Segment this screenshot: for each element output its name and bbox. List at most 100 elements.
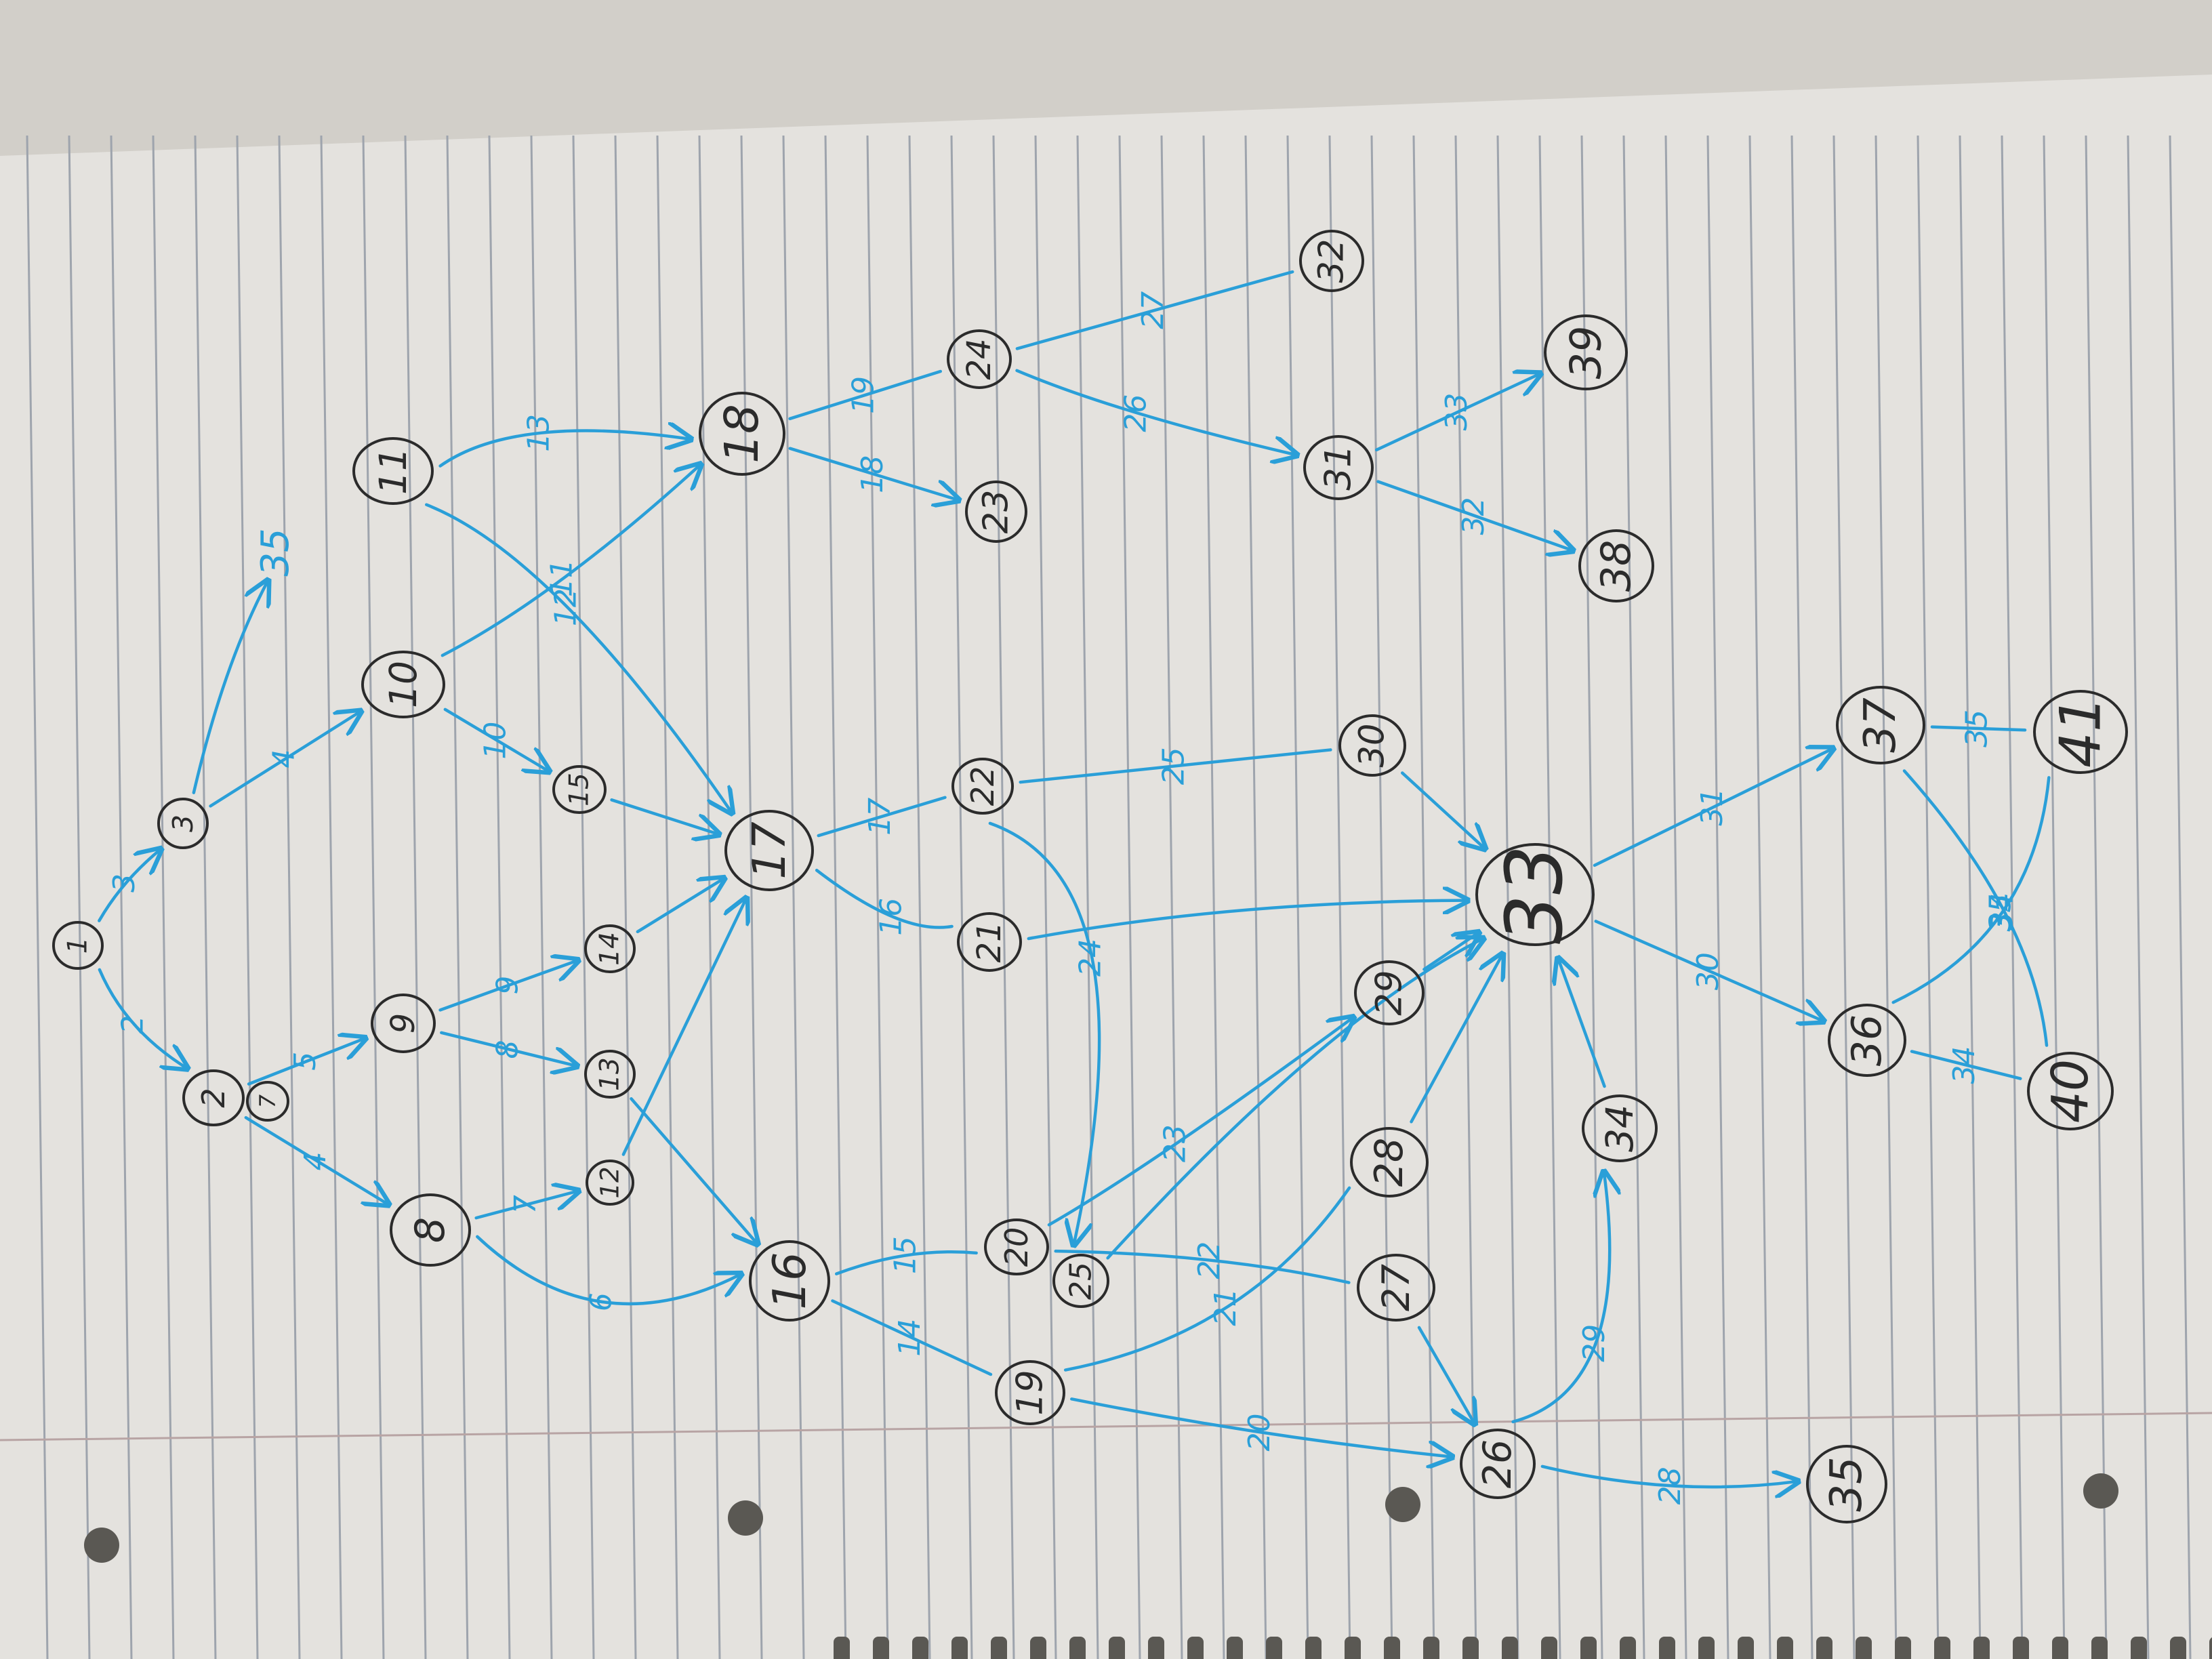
ruled-line — [1959, 135, 1982, 1659]
spiral-ring — [1620, 1637, 1636, 1659]
node-circle — [52, 921, 104, 970]
spiral-ring — [2209, 1637, 2212, 1659]
edge-3-10 — [209, 711, 361, 808]
node-circle — [1338, 714, 1406, 777]
spiral-ring — [1895, 1637, 1911, 1659]
node-34: 34 — [1582, 1094, 1658, 1162]
node-label: 41 — [2048, 696, 2114, 768]
node-circle — [246, 1081, 289, 1122]
node-label: 25 — [1064, 1262, 1099, 1300]
spiral-ring — [2091, 1637, 2108, 1659]
ruled-line — [614, 135, 637, 1659]
edge-label-33-36: 30 — [1691, 952, 1725, 990]
edge-label-11-18: 13 — [521, 414, 556, 452]
node-8: 8 — [390, 1193, 471, 1267]
edge-25-33 — [1106, 939, 1483, 1260]
edge-31-38 — [1376, 480, 1572, 551]
ruled-line — [1034, 135, 1057, 1659]
node-label: 15 — [565, 773, 595, 806]
edge-label-19-26: 20 — [1242, 1414, 1277, 1452]
node-label: 19 — [1010, 1370, 1051, 1415]
edge-label-3-10: 4 — [267, 749, 302, 768]
node-circle — [157, 798, 209, 849]
node-circle — [1350, 1127, 1429, 1197]
edge-18-23 — [788, 447, 959, 500]
node-27: 27 — [1357, 1254, 1435, 1322]
edge-18-24 — [788, 369, 943, 421]
edge-24-32 — [1015, 270, 1294, 350]
edge-19-28 — [1063, 1186, 1351, 1372]
edge-label-2-9: 5 — [288, 1052, 323, 1071]
spiral-ring — [1345, 1637, 1361, 1659]
node-label: 12 — [596, 1166, 625, 1198]
node-circle — [951, 758, 1014, 815]
edge-11-17 — [425, 503, 732, 813]
ruled-line — [2085, 135, 2108, 1659]
node-label: 3 — [167, 815, 199, 832]
node-label: 14 — [595, 932, 626, 966]
ruled-line — [446, 135, 469, 1659]
spiral-ring — [1856, 1637, 1872, 1659]
edge-1-2 — [98, 968, 188, 1069]
node-label: 32 — [1312, 239, 1352, 283]
node-30: 30 — [1338, 714, 1406, 777]
ruled-line — [2169, 135, 2192, 1659]
node-label: 29 — [1369, 970, 1410, 1015]
ruled-line — [488, 135, 511, 1659]
ruled-line — [1412, 135, 1435, 1659]
node-label: 11 — [371, 447, 415, 495]
node-label: 26 — [1475, 1439, 1520, 1489]
node-21: 21 — [957, 912, 1022, 972]
edge-31-39 — [1374, 373, 1540, 452]
node-label: 13 — [595, 1057, 626, 1091]
edge-33-37 — [1593, 748, 1833, 867]
edge-19-26 — [1070, 1397, 1452, 1456]
margin-line — [0, 1412, 2212, 1441]
spiral-ring — [1305, 1637, 1322, 1659]
edge-label-9-13: 8 — [490, 1040, 525, 1059]
ruled-line — [1790, 135, 1814, 1659]
spiral-ring — [951, 1637, 968, 1659]
edge-label-36-41: 35 — [1983, 894, 2018, 932]
node-17: 17 — [724, 810, 814, 891]
node-label: 17 — [743, 821, 796, 879]
node-label: 2 — [195, 1088, 232, 1107]
spiral-ring — [1698, 1637, 1715, 1659]
ruled-line — [1832, 135, 1856, 1659]
ruled-line — [152, 135, 175, 1659]
node-circle — [361, 651, 445, 718]
node-circle — [1354, 960, 1425, 1025]
node-39: 39 — [1544, 314, 1628, 390]
ruled-line — [110, 135, 133, 1659]
edge-14-17 — [636, 878, 724, 934]
node-11: 11 — [352, 437, 434, 505]
node-circle — [1582, 1094, 1658, 1162]
node-13: 13 — [584, 1050, 636, 1099]
node-circle — [390, 1193, 471, 1267]
ruled-line — [992, 135, 1015, 1659]
node-circle — [552, 765, 607, 814]
spiral-ring — [1580, 1637, 1597, 1659]
node-circle — [1828, 1004, 1906, 1077]
spiral-ring — [1541, 1637, 1557, 1659]
node-2: 2 — [182, 1069, 245, 1126]
node-15: 15 — [552, 765, 607, 814]
node-label: 7 — [255, 1094, 281, 1108]
edge-label-1-3: 3 — [107, 874, 142, 893]
node-circle — [1052, 1254, 1109, 1308]
ruled-line — [908, 135, 931, 1659]
edge-label-26-35: 28 — [1653, 1467, 1687, 1504]
node-26: 26 — [1460, 1429, 1536, 1499]
edge-26-34 — [1511, 1172, 1610, 1424]
edge-2-9 — [247, 1038, 365, 1086]
edge-26-35 — [1540, 1465, 1798, 1487]
node-label: 27 — [1374, 1264, 1418, 1311]
ruled-line — [2127, 135, 2150, 1659]
spiral-ring — [912, 1637, 928, 1659]
node-label: 18 — [715, 404, 769, 464]
edge-label-11-17: 12 — [548, 588, 583, 626]
edge-label-16-20: 15 — [888, 1236, 923, 1274]
edges — [98, 270, 2051, 1487]
